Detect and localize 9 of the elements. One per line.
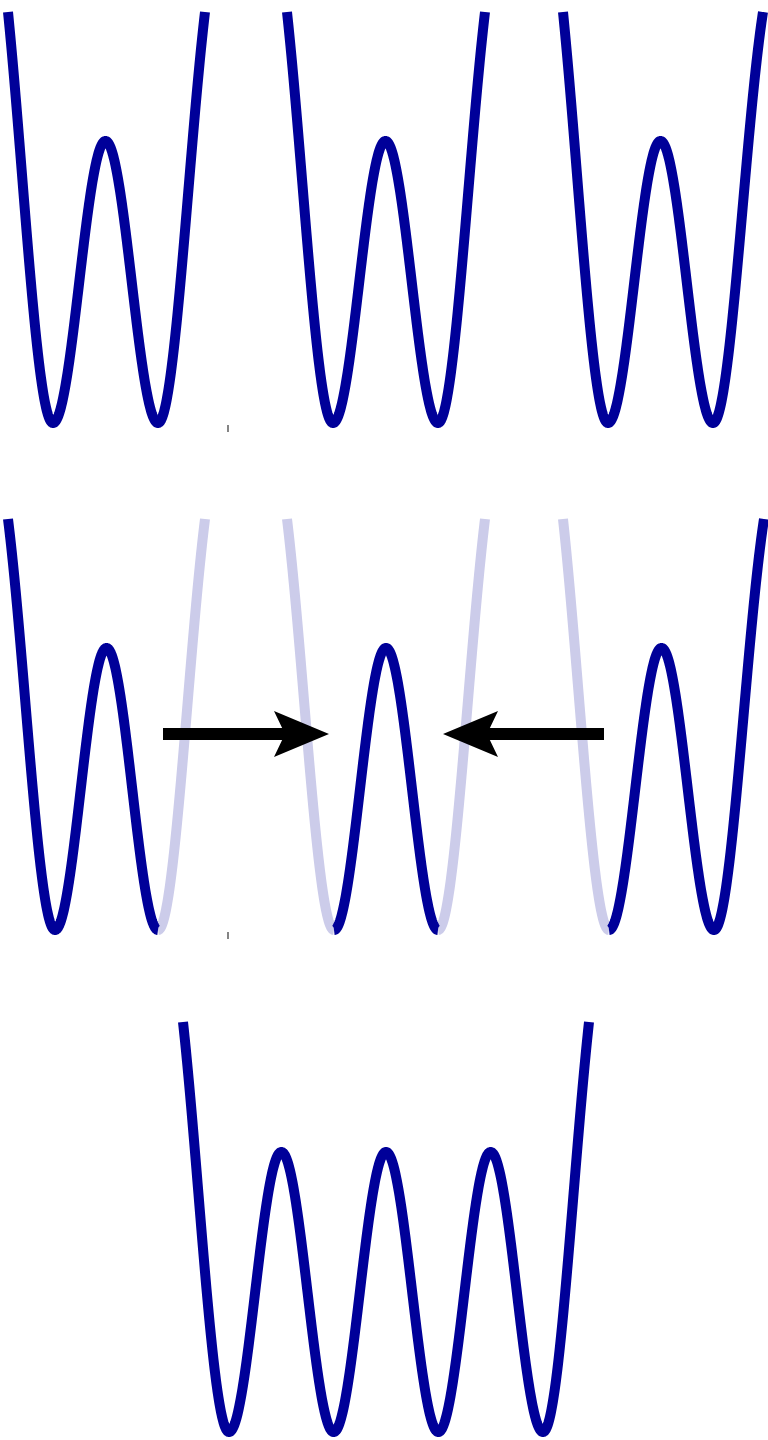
double-well-curve bbox=[329, 643, 443, 935]
double-well-curve bbox=[3, 11, 210, 428]
arrow bbox=[443, 711, 604, 757]
double-well-curve bbox=[3, 518, 163, 935]
quadruple-well-curve bbox=[178, 1021, 594, 1437]
double-well-curve bbox=[282, 11, 490, 428]
double-well-curve bbox=[604, 517, 768, 935]
arrow bbox=[163, 711, 329, 757]
double-well-curve bbox=[558, 10, 768, 428]
